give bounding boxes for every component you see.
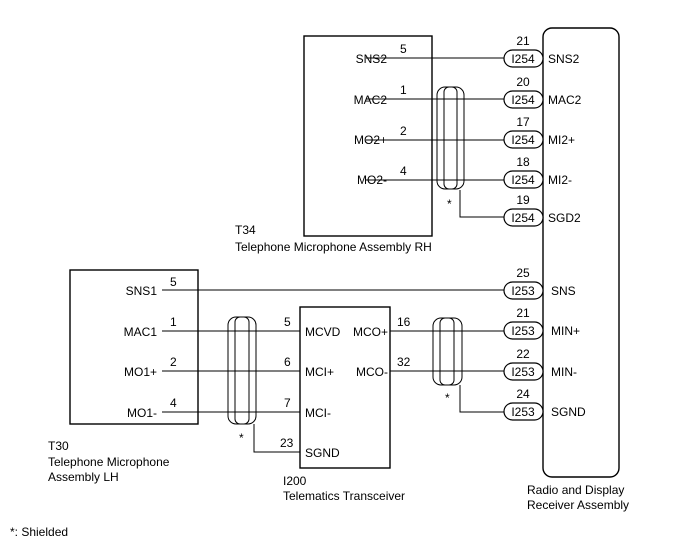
receiver-pin-number: 25 [516, 266, 530, 280]
mic-lh-pin-name: MAC1 [124, 325, 158, 339]
transceiver-name: Telematics Transceiver [283, 489, 405, 503]
connector-oval [503, 362, 544, 381]
receiver-conn-code: I254 [511, 211, 535, 225]
transceiver-code: I200 [283, 474, 307, 488]
mic-lh-box [69, 269, 199, 425]
mic-rh-name: Telephone Microphone Assembly RH [235, 240, 432, 254]
shield-mark-rh: * [447, 197, 452, 211]
connector-oval [503, 208, 544, 227]
receiver-pin-name: MI2+ [548, 133, 575, 147]
mic-rh-pin-number: 5 [400, 42, 407, 56]
receiver-pin-number: 24 [516, 387, 530, 401]
receiver-conn-code: I254 [511, 52, 535, 66]
transceiver-left-pin-name: MCI+ [305, 365, 334, 379]
shield-tx [432, 317, 463, 386]
receiver-pin-name: MI2- [548, 173, 572, 187]
mic-rh-pin-number: 1 [400, 83, 407, 97]
receiver-pin-name: SGND [551, 405, 586, 419]
receiver-pin-name: MIN+ [551, 324, 580, 338]
receiver-conn-code: I253 [511, 365, 535, 379]
receiver-pin-number: 19 [516, 193, 530, 207]
footnote: *: Shielded [10, 525, 68, 539]
receiver-pin-number: 21 [516, 306, 530, 320]
receiver-pin-number: 17 [516, 115, 530, 129]
transceiver-right-pin-number: 16 [397, 315, 411, 329]
mic-lh-name-line2: Assembly LH [48, 470, 119, 484]
receiver-conn-code: I254 [511, 173, 535, 187]
transceiver-left-pin-name: SGND [305, 446, 340, 460]
shield-rh-inner [443, 86, 458, 190]
transceiver-right-pin-name: MCO+ [353, 325, 388, 339]
mic-lh-pin-name: MO1- [127, 406, 157, 420]
receiver-pin-number: 21 [516, 34, 530, 48]
receiver-connectors [503, 49, 544, 421]
shield-mark-lh: * [239, 431, 244, 445]
transceiver-left-pin-name: MCVD [305, 325, 341, 339]
wires-rh [366, 57, 504, 218]
connector-oval [503, 170, 544, 189]
transceiver-right-pin-name: MCO- [356, 365, 388, 379]
connector-oval [503, 402, 544, 421]
mic-lh-pin-number: 2 [170, 355, 177, 369]
transceiver-left-pin-name: MCI- [305, 406, 331, 420]
receiver-conn-code: I254 [511, 93, 535, 107]
mic-lh-name-line1: Telephone Microphone [48, 455, 170, 469]
receiver-pin-number: 18 [516, 155, 530, 169]
transceiver-left-pin-number: 6 [284, 355, 291, 369]
connector-oval [503, 130, 544, 149]
connector-oval [503, 321, 544, 340]
connector-oval [503, 281, 544, 300]
mic-lh-pin-number: 1 [170, 315, 177, 329]
mic-lh-code: T30 [48, 439, 69, 453]
receiver-conn-code: I253 [511, 405, 535, 419]
receiver-conn-code: I254 [511, 133, 535, 147]
mic-rh-pin-name: MO2+ [354, 133, 387, 147]
receiver-pin-name: SNS2 [548, 52, 580, 66]
mic-rh-pin-name: MAC2 [354, 93, 388, 107]
shield-mark-tx: * [445, 391, 450, 405]
receiver-conn-code: I253 [511, 284, 535, 298]
mic-lh-pin-number: 5 [170, 275, 177, 289]
transceiver-right-pin-number: 32 [397, 355, 411, 369]
mic-lh-pin-number: 4 [170, 396, 177, 410]
receiver-name-line2: Receiver Assembly [527, 498, 629, 512]
receiver-conn-code: I253 [511, 324, 535, 338]
mic-rh-code: T34 [235, 223, 256, 237]
mic-lh-pin-name: SNS1 [126, 284, 158, 298]
connector-oval [503, 49, 544, 68]
receiver-pin-number: 20 [516, 75, 530, 89]
connector-oval [503, 90, 544, 109]
transceiver-box [299, 306, 391, 469]
shield-tx-inner [439, 317, 455, 386]
receiver-pin-number: 22 [516, 347, 530, 361]
mic-lh-pin-name: MO1+ [124, 365, 157, 379]
receiver-box [542, 27, 620, 478]
mic-rh-pin-number: 4 [400, 164, 407, 178]
mic-rh-pin-name: SNS2 [356, 52, 388, 66]
mic-rh-box [303, 35, 433, 237]
mic-rh-pin-number: 2 [400, 124, 407, 138]
transceiver-left-pin-number: 7 [284, 396, 291, 410]
receiver-name-line1: Radio and Display [527, 483, 624, 497]
wires-transceiver [390, 330, 504, 413]
shield-rh [436, 86, 465, 190]
wires-lh [162, 289, 504, 453]
mic-rh-pin-name: MO2- [357, 173, 387, 187]
receiver-pin-name: MIN- [551, 365, 577, 379]
shield-lh-inner [234, 316, 250, 425]
receiver-pin-name: SGD2 [548, 211, 581, 225]
receiver-pin-name: SNS [551, 284, 576, 298]
transceiver-left-pin-number: 5 [284, 315, 291, 329]
receiver-pin-name: MAC2 [548, 93, 582, 107]
transceiver-left-pin-number: 23 [280, 436, 294, 450]
